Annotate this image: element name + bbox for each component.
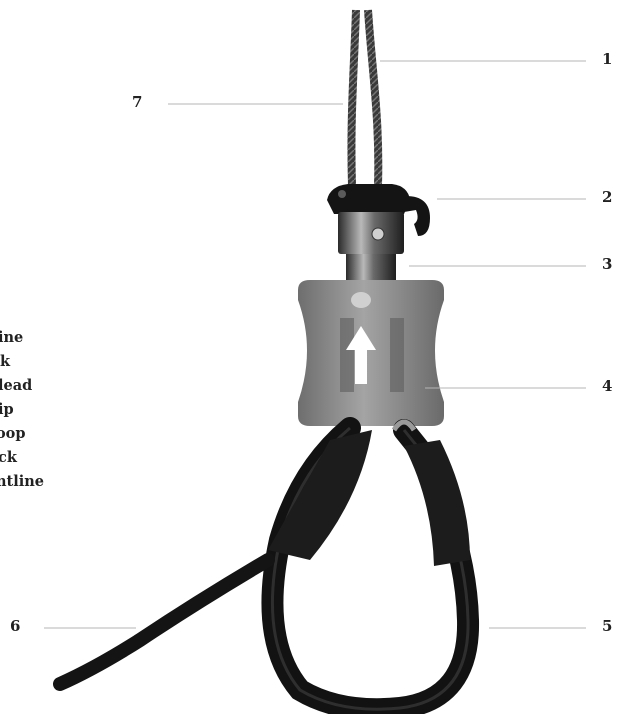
callout-3: 3 [602, 255, 612, 273]
legend-item: ine [0, 326, 44, 350]
callout-2: 2 [602, 188, 612, 206]
callout-5: 5 [602, 617, 612, 635]
callout-7: 7 [132, 93, 142, 111]
collar-stopper [298, 280, 444, 426]
legend-item: ip [0, 398, 44, 422]
callout-4: 4 [602, 377, 612, 395]
callout-1: 1 [602, 50, 612, 68]
legend-item: ntline [0, 470, 44, 494]
chrome-sleeve [338, 212, 404, 280]
legend-item: ck [0, 446, 44, 470]
safety-line [60, 560, 268, 684]
legend-item: lead [0, 374, 44, 398]
legend-item: k [0, 350, 44, 374]
legend-clip: ine k lead ip oop ck ntline [0, 0, 90, 714]
chicken-loop [268, 422, 470, 709]
depower-lines [351, 10, 378, 185]
legend-item: oop [0, 422, 44, 446]
legend: ine k lead ip oop ck ntline [0, 326, 44, 494]
